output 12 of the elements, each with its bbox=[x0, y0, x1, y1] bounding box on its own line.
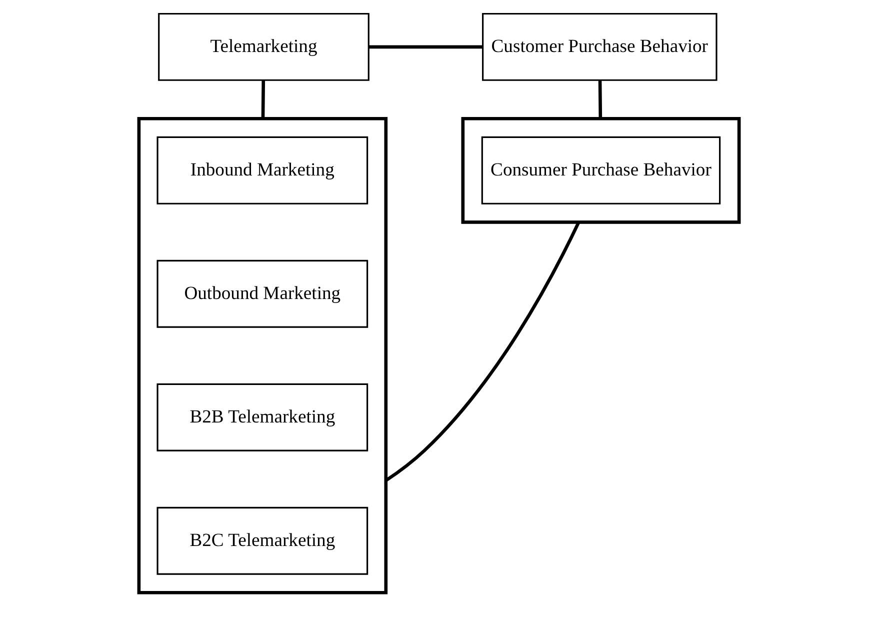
node-box: Inbound Marketing bbox=[156, 136, 368, 204]
cluster bbox=[136, 116, 388, 594]
connector bbox=[368, 45, 482, 49]
node-box: Telemarketing bbox=[158, 12, 369, 81]
cluster bbox=[460, 116, 740, 224]
node-box: B2B Telemarketing bbox=[156, 383, 368, 452]
node-box: Outbound Marketing bbox=[156, 260, 368, 328]
node-box: B2C Telemarketing bbox=[156, 506, 368, 575]
node-box: Customer Purchase Behavior bbox=[482, 12, 717, 81]
node-box: Consumer Purchase Behavior bbox=[480, 136, 720, 204]
connector bbox=[598, 80, 602, 119]
connector bbox=[260, 80, 265, 119]
